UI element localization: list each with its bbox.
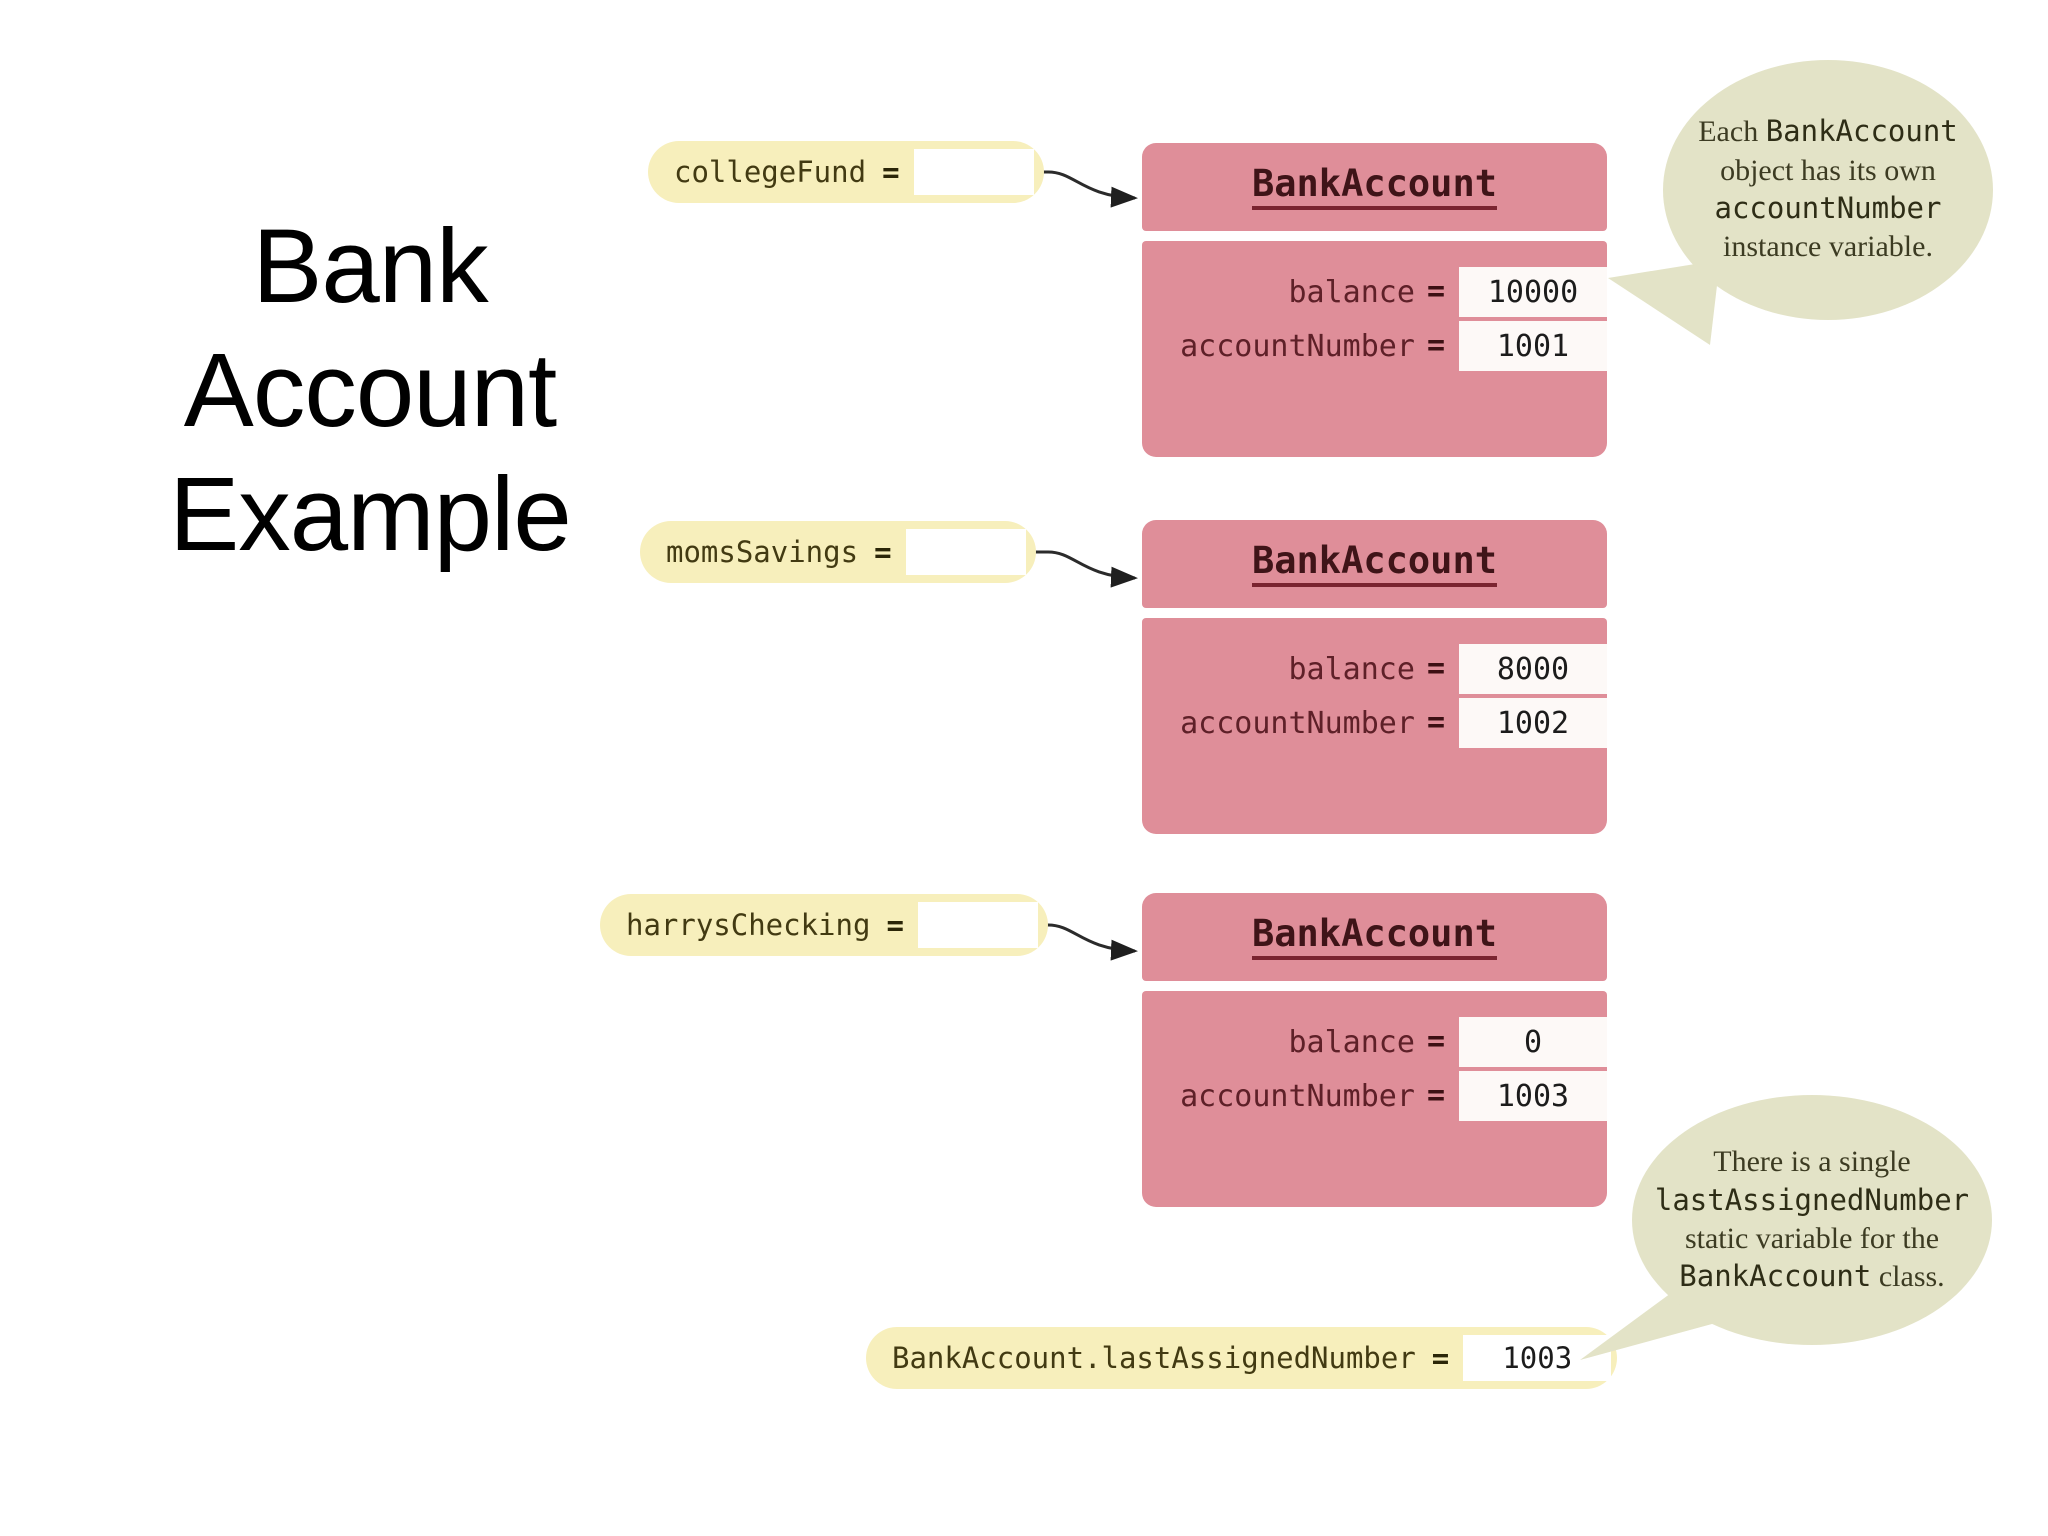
callout-instance-variable: Each BankAccount object has its own acco… xyxy=(1663,60,1993,320)
callout-static-variable-text: There is a single lastAssignedNumber sta… xyxy=(1654,1145,1970,1294)
variable-operator-harrysChecking: = xyxy=(886,908,904,942)
field-label-accountnumber-3: accountNumber xyxy=(1180,1078,1415,1114)
field-value-balance-2: 8000 xyxy=(1459,644,1607,694)
field-value-accountnumber-3: 1003 xyxy=(1459,1071,1607,1121)
field-operator-accountnumber-3: = xyxy=(1426,1078,1445,1113)
variable-momsSavings[interactable]: momsSavings = xyxy=(640,521,1036,583)
title-line-3: Example xyxy=(169,455,572,573)
variable-collegeFund[interactable]: collegeFund = xyxy=(648,141,1044,203)
field-operator-accountnumber-1: = xyxy=(1426,328,1445,363)
object-box-bankaccount-2[interactable]: BankAccount balance = 8000 accountNumber… xyxy=(1142,520,1607,834)
variable-operator-collegeFund: = xyxy=(882,155,900,189)
field-row-balance-1: balance = 10000 xyxy=(1142,267,1607,317)
object-class-name-2: BankAccount xyxy=(1251,542,1498,587)
object-class-name-3: BankAccount xyxy=(1251,915,1498,960)
variable-harrysChecking[interactable]: harrysChecking = xyxy=(600,894,1048,956)
variable-reference-box-momsSavings xyxy=(905,529,1026,575)
variable-reference-box-collegeFund xyxy=(913,149,1034,195)
field-label-balance-2: balance xyxy=(1288,651,1415,687)
object-body-2: balance = 8000 accountNumber = 1002 xyxy=(1142,618,1607,834)
object-header-1: BankAccount xyxy=(1142,143,1607,231)
field-operator-balance-2: = xyxy=(1426,651,1445,686)
object-class-name-1: BankAccount xyxy=(1251,165,1498,210)
title-line-1: Bank xyxy=(252,208,488,325)
variable-name-momsSavings: momsSavings xyxy=(666,535,859,569)
field-operator-balance-3: = xyxy=(1426,1024,1445,1059)
field-operator-balance-1: = xyxy=(1426,274,1445,309)
variable-operator-momsSavings: = xyxy=(874,535,892,569)
object-box-bankaccount-1[interactable]: BankAccount balance = 10000 accountNumbe… xyxy=(1142,143,1607,457)
field-value-balance-1: 10000 xyxy=(1459,267,1607,317)
field-row-accountnumber-1: accountNumber = 1001 xyxy=(1142,321,1607,371)
field-value-accountnumber-1: 1001 xyxy=(1459,321,1607,371)
field-value-balance-3: 0 xyxy=(1459,1017,1607,1067)
variable-name-collegeFund: collegeFund xyxy=(674,155,867,189)
variable-name-harrysChecking: harrysChecking xyxy=(626,908,871,942)
field-row-balance-3: balance = 0 xyxy=(1142,1017,1607,1067)
static-variable-operator: = xyxy=(1431,1341,1450,1375)
variable-reference-box-harrysChecking xyxy=(917,902,1038,948)
field-value-accountnumber-2: 1002 xyxy=(1459,698,1607,748)
object-header-3: BankAccount xyxy=(1142,893,1607,981)
field-label-balance-1: balance xyxy=(1288,274,1415,310)
object-box-bankaccount-3[interactable]: BankAccount balance = 0 accountNumber = … xyxy=(1142,893,1607,1207)
page-title: Bank Account Example xyxy=(120,205,620,577)
field-row-balance-2: balance = 8000 xyxy=(1142,644,1607,694)
object-body-1: balance = 10000 accountNumber = 1001 xyxy=(1142,241,1607,457)
object-body-3: balance = 0 accountNumber = 1003 xyxy=(1142,991,1607,1207)
object-header-2: BankAccount xyxy=(1142,520,1607,608)
static-variable-lastAssignedNumber[interactable]: BankAccount.lastAssignedNumber = 1003 xyxy=(866,1327,1618,1389)
callout-tail-instance-variable xyxy=(1608,260,1720,345)
field-label-accountnumber-1: accountNumber xyxy=(1180,328,1415,364)
field-label-balance-3: balance xyxy=(1288,1024,1415,1060)
field-row-accountnumber-3: accountNumber = 1003 xyxy=(1142,1071,1607,1121)
field-label-accountnumber-2: accountNumber xyxy=(1180,705,1415,741)
field-operator-accountnumber-2: = xyxy=(1426,705,1445,740)
title-line-2: Account xyxy=(183,331,557,449)
field-row-accountnumber-2: accountNumber = 1002 xyxy=(1142,698,1607,748)
callout-instance-variable-text: Each BankAccount object has its own acco… xyxy=(1698,114,1958,264)
callout-static-variable: There is a single lastAssignedNumber sta… xyxy=(1632,1095,1992,1345)
static-variable-name: BankAccount.lastAssignedNumber xyxy=(892,1341,1416,1375)
